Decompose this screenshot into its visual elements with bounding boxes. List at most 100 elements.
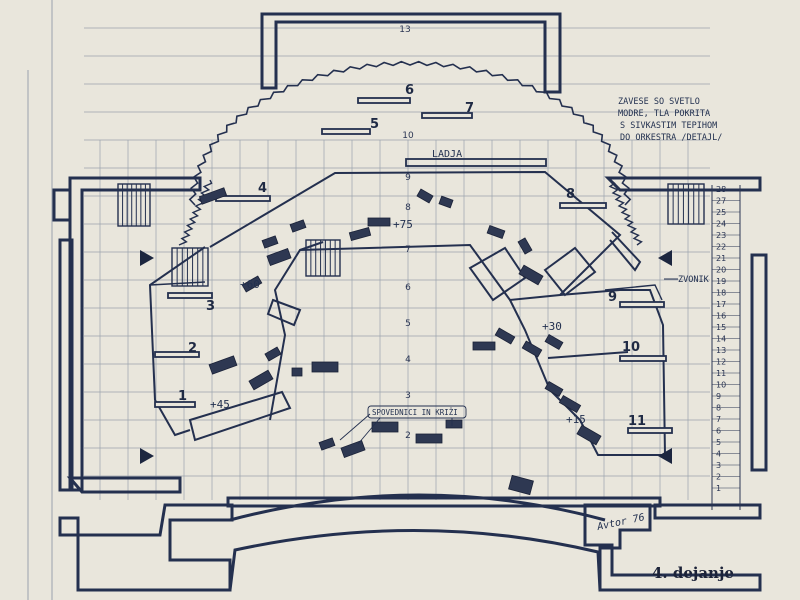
grid-number-4: 4: [405, 355, 411, 365]
ladja-batten: LADJA: [405, 149, 547, 167]
right-number-9: 9: [716, 392, 721, 401]
prop-12: [241, 275, 263, 293]
prop-20: [521, 340, 543, 358]
batten-1: [154, 401, 196, 408]
prop-28: [415, 433, 443, 444]
batten-11: [627, 427, 673, 434]
right-number-15: 15: [716, 323, 726, 332]
batten-label-4: 4: [258, 181, 267, 196]
note-line-2: MODRE, TLA POKRITA: [618, 109, 710, 119]
note-line-1: ZAVESE SO SVETLO: [618, 97, 700, 107]
grid-number-2: 2: [405, 431, 411, 441]
right-number-6: 6: [716, 427, 721, 436]
batten-4: [215, 195, 271, 202]
prop-7: [416, 188, 434, 204]
batten-label-1: 1: [178, 389, 187, 404]
batten-2: [154, 351, 200, 358]
prop-13: [264, 346, 282, 362]
right-number-17: 17: [716, 300, 726, 309]
elevation-mark-30: +30: [542, 320, 562, 333]
right-number-27: 27: [716, 197, 726, 206]
prop-11: [518, 264, 544, 286]
grid-number-8: 8: [405, 203, 411, 213]
elevation-mark-60: +60: [240, 278, 260, 291]
elevation-mark-15: +15: [566, 413, 586, 426]
batten-8: [559, 202, 607, 209]
right-number-13: 13: [716, 346, 726, 355]
prop-6: [367, 217, 391, 227]
right-number-11: 11: [716, 369, 726, 378]
handwritten-note: ZAVESE SO SVETLO MODRE, TLA POKRITA S SIVK…: [618, 97, 722, 143]
grid-number-6: 6: [405, 283, 411, 293]
batten-label-11: 11: [628, 414, 646, 429]
right-number-20: 20: [716, 266, 726, 275]
prop-16: [248, 369, 274, 391]
prop-25: [318, 437, 336, 451]
right-number-1: 1: [716, 484, 721, 493]
drawing-title: 4. dejanje: [652, 564, 734, 582]
elevation-mark-45: +45: [210, 398, 230, 411]
prop-29: [445, 419, 463, 429]
right-number-23: 23: [716, 231, 726, 240]
grid-number-5: 5: [405, 319, 411, 329]
right-number-5: 5: [716, 438, 721, 447]
right-number-16: 16: [716, 312, 726, 321]
stair-treads: [122, 184, 700, 286]
grid-number-10: 10: [402, 131, 414, 141]
right-number-10: 10: [716, 381, 726, 390]
building-walls: [52, 12, 768, 592]
right-number-3: 3: [716, 461, 721, 470]
batten-10: [619, 355, 667, 362]
prop-1: [198, 187, 228, 205]
zvonik-annotation: ZVONIK: [664, 275, 710, 285]
batten-label-8: 8: [566, 187, 575, 202]
batten-label-2: 2: [188, 341, 197, 356]
batten-label-6: 6: [405, 83, 414, 98]
right-number-4: 4: [716, 450, 721, 459]
right-wavy-curtain: [149, 179, 663, 301]
batten-label-10: 10: [622, 340, 640, 355]
note-line-4: DO ORKESTRA /DETAJL/: [620, 133, 722, 143]
spovednici-annotation: SPOVEDNICI IN KRIŽI: [339, 405, 467, 445]
right-number-19: 19: [716, 277, 726, 286]
elevation-marks: +75 +60 +45 +30 +15: [210, 218, 586, 426]
right-number-28: 28: [716, 185, 726, 194]
prop-21: [544, 333, 564, 351]
battens: [154, 97, 673, 434]
right-number-12: 12: [716, 358, 726, 367]
grid-top-number: 13: [399, 25, 410, 35]
ladja-label: LADJA: [432, 149, 462, 160]
batten-label-7: 7: [465, 101, 474, 116]
right-number-14: 14: [716, 335, 726, 344]
props: [198, 187, 602, 496]
prop-9: [486, 224, 506, 240]
batten-label-9: 9: [608, 290, 617, 305]
prop-14: [291, 367, 303, 377]
prop-19: [494, 327, 516, 345]
spovednici-label: SPOVEDNICI IN KRIŽI: [372, 408, 458, 417]
batten-labels: 1 2 3 4 5 6 7 8 9 10 11: [178, 83, 646, 429]
right-number-7: 7: [716, 415, 721, 424]
grid-number-7: 7: [405, 245, 411, 255]
right-number-2: 2: [716, 473, 721, 482]
prop-22: [544, 380, 564, 398]
prop-4: [266, 248, 292, 266]
prop-23: [558, 394, 582, 414]
zvonik-label: ZVONIK: [678, 275, 710, 285]
arch-curtain: [188, 60, 632, 206]
prop-24: [576, 424, 602, 446]
prop-8: [438, 195, 454, 209]
prop-2: [261, 235, 279, 249]
right-number-18: 18: [716, 289, 726, 298]
right-number-24: 24: [716, 220, 726, 229]
prop-15: [311, 361, 339, 373]
prop-10: [517, 237, 533, 255]
prop-3: [289, 219, 307, 233]
prop-30: [508, 474, 534, 496]
grid-number-3: 3: [405, 391, 411, 401]
prop-17: [208, 355, 238, 375]
note-line-3: S SIVKASTIM TEPIHOM: [620, 121, 717, 131]
